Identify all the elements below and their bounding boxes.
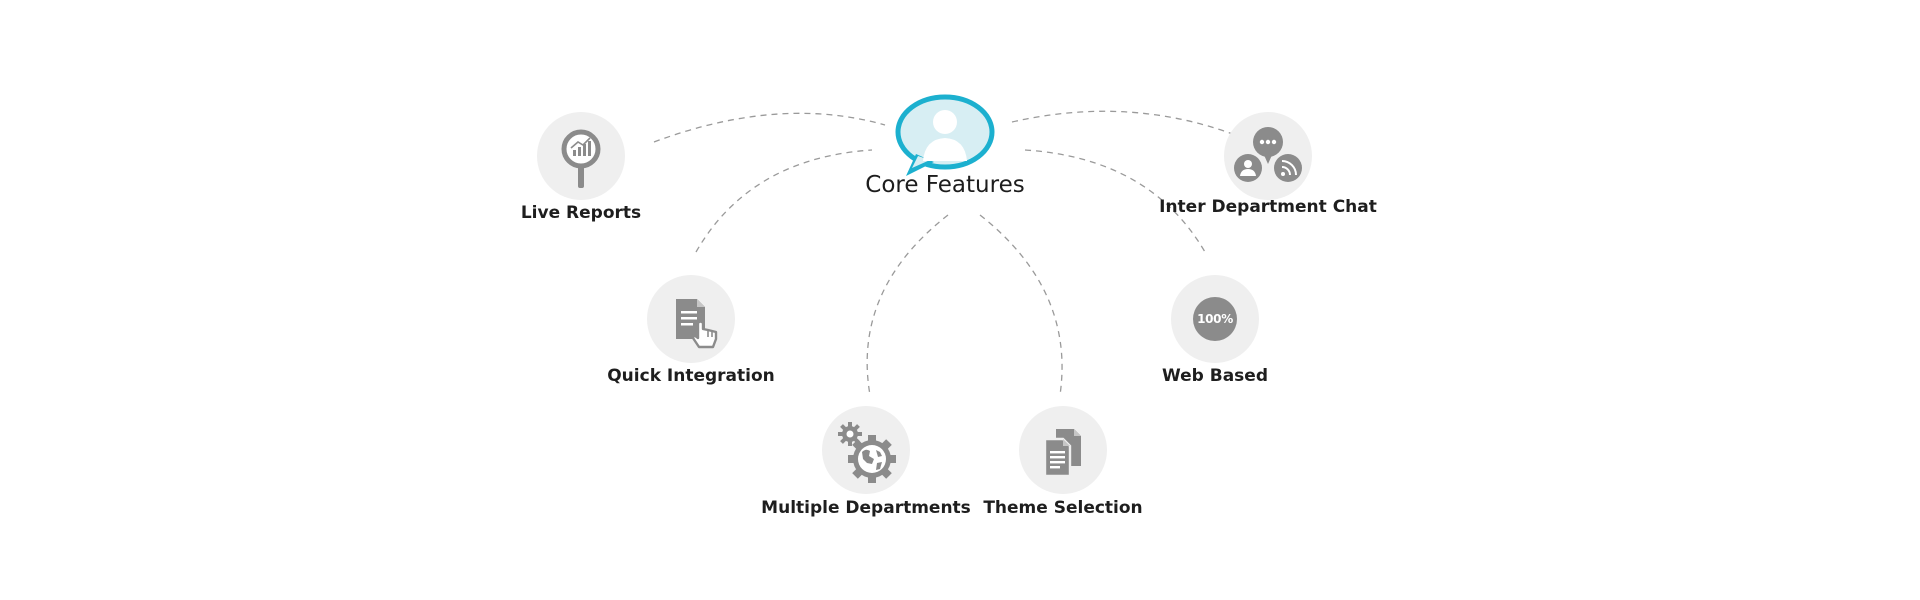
live-reports-label: Live Reports xyxy=(520,203,642,223)
connector-inter-department-chat xyxy=(1011,110,1239,137)
live-reports-node[interactable] xyxy=(537,112,625,200)
theme-selection-node[interactable] xyxy=(1019,406,1107,494)
user-chat-bubble-icon xyxy=(895,94,995,176)
core-features-hub xyxy=(894,94,996,180)
connector-multiple-departments xyxy=(866,214,949,396)
connector-live-reports xyxy=(653,112,886,143)
multiple-departments-label: Multiple Departments xyxy=(761,498,971,518)
connector-theme-selection xyxy=(979,214,1063,396)
gear-globe-icon xyxy=(838,422,896,483)
documents-icon xyxy=(1043,429,1081,478)
core-features-title: Core Features xyxy=(865,172,1025,198)
inter-department-chat-node[interactable] xyxy=(1224,112,1312,200)
percent-badge-icon: 100% xyxy=(1193,297,1237,341)
web-based-node[interactable]: 100% xyxy=(1171,275,1259,363)
magnifier-chart-icon xyxy=(561,129,601,188)
chat-bubbles-icon xyxy=(1234,127,1302,182)
connector-web-based xyxy=(1024,149,1206,253)
inter-department-chat-label: Inter Department Chat xyxy=(1159,197,1377,217)
web-based-label: Web Based xyxy=(1161,366,1268,386)
connector-quick-integration xyxy=(695,149,873,253)
quick-integration-label: Quick Integration xyxy=(607,366,775,386)
multiple-departments-node[interactable] xyxy=(822,406,910,494)
document-hand-icon xyxy=(676,299,718,349)
quick-integration-node[interactable] xyxy=(647,275,735,363)
theme-selection-label: Theme Selection xyxy=(983,498,1143,518)
